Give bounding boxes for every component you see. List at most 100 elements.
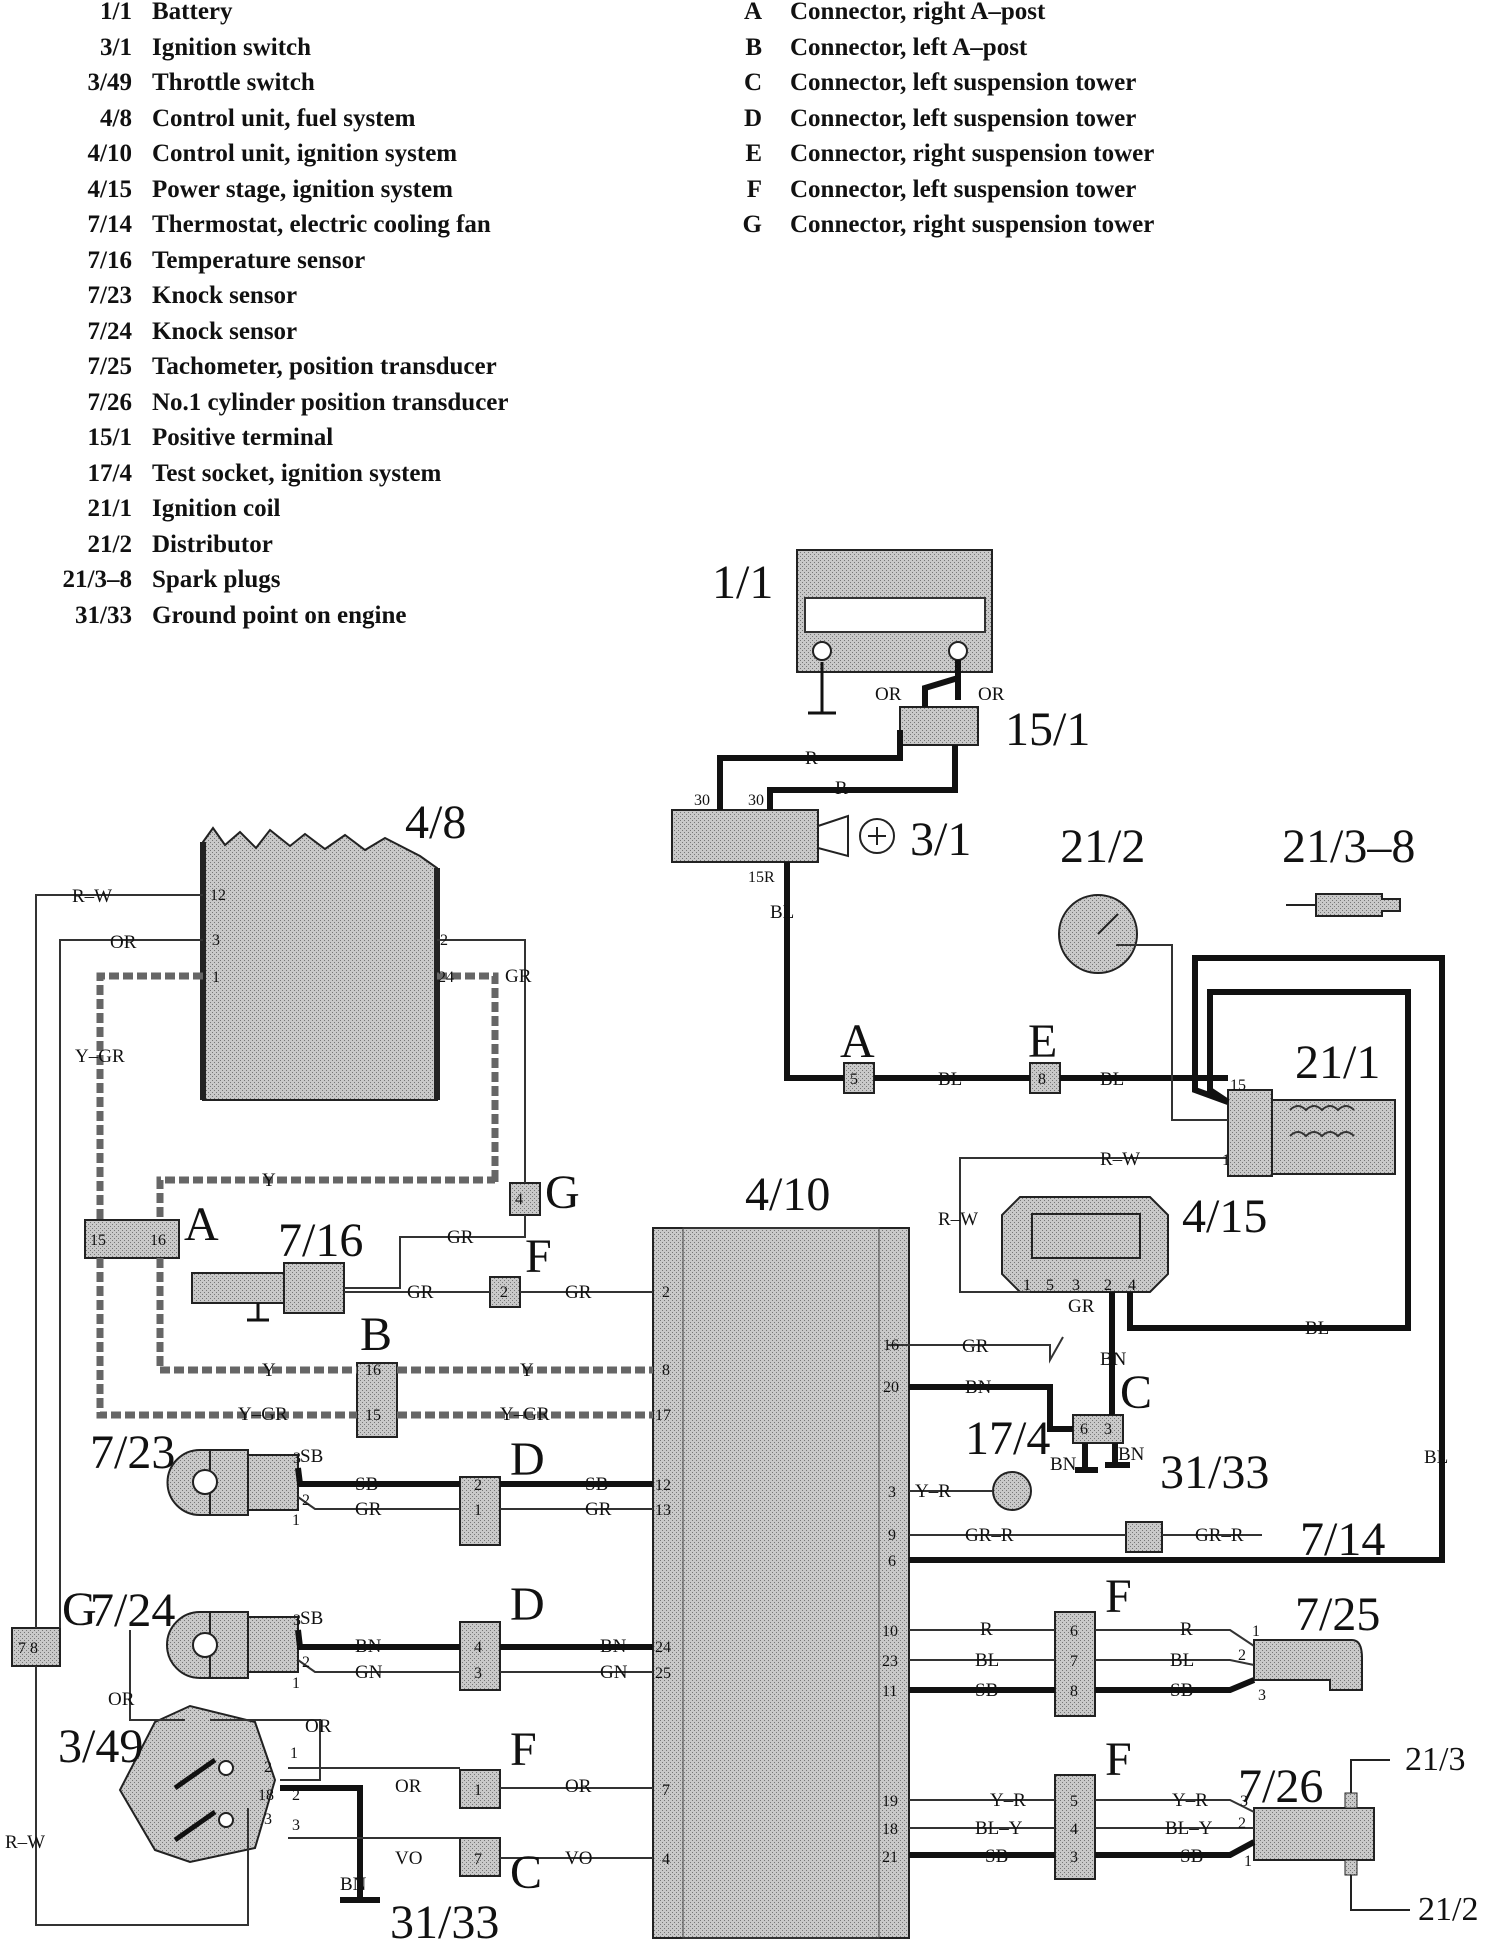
legend-code: 17/4 [87, 459, 132, 487]
wire-label: GR [585, 1499, 612, 1520]
legend-code: F [746, 175, 762, 203]
legend-label: Tachometer, position transducer [152, 353, 497, 380]
pin-number: 16 [883, 1337, 899, 1354]
label-fuel-control-unit: 4/8 [405, 796, 466, 849]
wire-label: GR–R [1195, 1525, 1244, 1546]
legend-label: Ignition switch [152, 33, 312, 61]
pin-number: 2 [292, 1787, 300, 1804]
label-knock-sensor-1: 7/23 [90, 1426, 175, 1479]
pin-number: 15 [1230, 1077, 1246, 1094]
label-ignition-coil: 21/1 [1295, 1036, 1380, 1089]
pin-number: 3 [1240, 1793, 1248, 1810]
letter-connector-F-temp: F [525, 1230, 552, 1283]
wire-label: BL [1100, 1069, 1124, 1090]
throttle-switch [118, 1704, 277, 1864]
wire-label: R–W [5, 1832, 45, 1853]
pin-number: 4 [515, 1191, 523, 1208]
label-power-stage: 4/15 [1182, 1190, 1267, 1243]
pin-number: 1 [290, 1745, 298, 1762]
wire-label: VO [565, 1848, 592, 1869]
letter-connector-G-top: G [545, 1166, 580, 1219]
pin-number: 1 [474, 1782, 482, 1799]
label-spark-plugs: 21/3–8 [1282, 820, 1415, 873]
wire-label: Y [262, 1170, 276, 1191]
legend-label: Connector, left suspension tower [790, 175, 1137, 203]
pin-number: 8 [1038, 1071, 1046, 1088]
pin-number: 3 [292, 1817, 300, 1834]
legend-code: B [745, 33, 762, 61]
wire-label: OR [395, 1776, 422, 1797]
ignition-control-unit [652, 1227, 910, 1939]
pin-number: 1 [1023, 1277, 1031, 1294]
connector-F-tacho [1054, 1611, 1096, 1717]
pin-number: 2 [1104, 1277, 1112, 1294]
legend-label: Temperature sensor [152, 246, 366, 274]
legend-row: F Connector, left suspension tower [747, 172, 1154, 208]
legend-label: Power stage, ignition system [152, 175, 453, 203]
wire-label: R [1180, 1619, 1193, 1640]
wire-label: BL [770, 902, 794, 923]
cylinder-position-transducer [1253, 1759, 1410, 1911]
legend-code: 3/1 [100, 33, 132, 61]
pin-number: 9 [888, 1527, 896, 1544]
legend-code: 4/10 [87, 140, 132, 167]
pin-number: 18 [258, 1787, 274, 1804]
pin-number: 3 [264, 1811, 272, 1828]
wire-label: R–W [938, 1209, 978, 1230]
legend-code: 4/15 [87, 175, 132, 203]
pin-number: 16 [150, 1232, 166, 1249]
legend-row: B Connector, left A–post [745, 30, 1154, 66]
legend-code: A [743, 0, 762, 25]
pin-number: 3 [1070, 1849, 1078, 1866]
legend-code: 21/2 [87, 530, 132, 558]
pin-number: 17 [655, 1407, 671, 1424]
pin-number: 12 [655, 1477, 671, 1494]
legend-code: 21/1 [87, 495, 132, 522]
pin-number: 6 [1070, 1623, 1078, 1640]
wire-label: GR [355, 1499, 382, 1520]
wire-label: BL [1305, 1318, 1329, 1339]
pin-number: 2 [500, 1284, 508, 1301]
test-socket [992, 1471, 1032, 1511]
pin-number: 1 [1252, 1623, 1260, 1640]
wire-label: GN [600, 1662, 628, 1683]
label-ground-2: 31/33 [390, 1896, 499, 1948]
pin-number: 15R [748, 869, 775, 886]
pin-number: 30 [748, 792, 764, 809]
wire-label: R–W [72, 886, 112, 907]
pin-number: 7 8 [18, 1640, 38, 1657]
legend-label: Connector, left suspension tower [790, 104, 1137, 132]
legend-row: 21/1 Ignition coil [88, 491, 509, 527]
legend-label: Control unit, fuel system [152, 104, 416, 132]
fan-thermostat [1125, 1521, 1163, 1553]
legend-label: Test socket, ignition system [152, 459, 442, 487]
pin-number: 23 [882, 1653, 898, 1670]
spark-plug [1286, 893, 1401, 917]
pin-number: 4 [1070, 1821, 1078, 1838]
legend-label: Knock sensor [152, 282, 298, 309]
legend-label: Connector, left A–post [790, 33, 1028, 61]
pin-number: 30 [694, 792, 710, 809]
legend-code: D [743, 104, 762, 132]
knock-sensor [166, 1611, 299, 1679]
pin-number: 2 [302, 1654, 310, 1671]
pin-number: 24 [655, 1639, 671, 1656]
label-throttle-switch: 3/49 [58, 1720, 143, 1773]
pin-number: 21 [882, 1849, 898, 1866]
legend-code: C [743, 69, 762, 96]
fuel-control-unit [200, 826, 440, 1101]
pin-number: 2 [440, 932, 448, 949]
letter-connector-A-left: A [184, 1198, 219, 1251]
wire-label: BL [1424, 1447, 1448, 1468]
legend-label: Throttle switch [152, 69, 315, 96]
pin-number: 3 [1258, 1687, 1266, 1704]
legend-label: Ignition coil [152, 495, 281, 522]
label-fan-thermostat: 7/14 [1300, 1513, 1385, 1566]
wire-label: GR [407, 1282, 434, 1303]
pin-number: 2 [1238, 1647, 1246, 1664]
label-distributor: 21/2 [1060, 820, 1145, 873]
